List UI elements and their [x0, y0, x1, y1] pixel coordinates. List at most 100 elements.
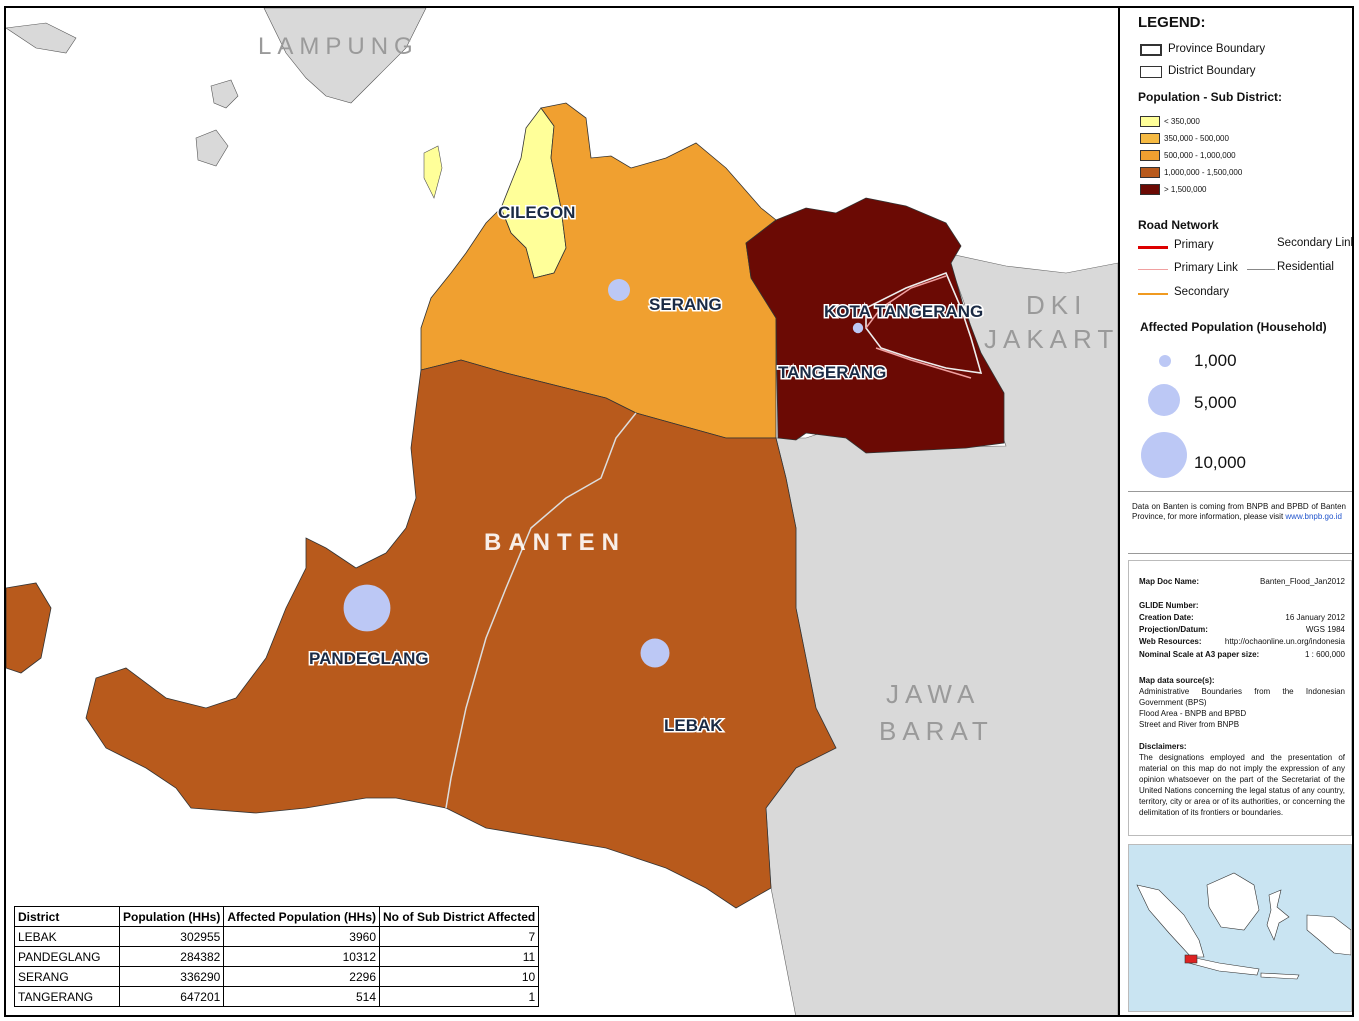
table-cell-subdistricts: 7 [378, 926, 540, 947]
legend-affected-10000: 10,000 [1194, 453, 1246, 472]
pandeglang-left-island [6, 582, 52, 674]
info-label: Map Doc Name: [1139, 577, 1200, 586]
district-label-lebak: LEBAK [664, 716, 723, 735]
inset-banten-highlight [1184, 954, 1198, 964]
affected-circle-lebak [640, 638, 670, 668]
info-label: Web Resources: [1139, 637, 1202, 646]
population-class-swatch [1140, 184, 1160, 195]
note-text: Data on Banten is coming from BNPB and B… [1132, 502, 1346, 521]
info-sources: Map data source(s): Administrative Bound… [1139, 675, 1345, 730]
table-cell-population: 302955 [118, 926, 225, 947]
population-class-swatch [1140, 167, 1160, 178]
table-header-row: District Population (HHs) Affected Popul… [14, 906, 540, 927]
info-source-item: Street and River from BNPB [1139, 720, 1240, 729]
info-projection: Projection/Datum: WGS 1984 [1139, 625, 1345, 634]
info-value: 16 January 2012 [1285, 613, 1345, 622]
table-header-district: District [14, 906, 120, 927]
place-label-banten: BANTEN [484, 529, 626, 556]
info-disclaimer: Disclaimers: The designations employed a… [1139, 741, 1345, 818]
info-disclaimer-label: Disclaimers: [1139, 742, 1187, 751]
province-boundary [445, 412, 637, 809]
road-primary-link [865, 275, 972, 379]
lampung-coast-islands [6, 22, 77, 54]
legend-road-primary-link: Primary Link [1174, 262, 1238, 274]
place-label-lampung: LAMPUNG [258, 33, 419, 60]
table-header-subdistricts: No of Sub District Affected [378, 906, 540, 927]
info-label: Projection/Datum: [1139, 625, 1208, 634]
data-note: Data on Banten is coming from BNPB and B… [1128, 494, 1352, 554]
legend-road-secondary-link: Secondary Link [1277, 237, 1354, 249]
legend-province-boundary: Province Boundary [1168, 43, 1266, 55]
legend-affected-5000: 5,000 [1194, 393, 1237, 412]
table-row: TANGERANG 647201 514 1 [14, 986, 540, 1007]
district-label-pandeglang: PANDEGLANG [309, 649, 429, 668]
district-boundary-swatch [1140, 66, 1162, 78]
road-secondary-swatch [1138, 293, 1168, 295]
info-label: Nominal Scale at A3 paper size: [1139, 650, 1260, 659]
table-row: PANDEGLANG 284382 10312 11 [14, 946, 540, 967]
affected-circles [343, 279, 864, 668]
info-value: WGS 1984 [1305, 625, 1345, 634]
district-stats-table: District Population (HHs) Affected Popul… [14, 906, 540, 1007]
side-panel: LEGEND: Province Boundary District Bound… [1118, 8, 1352, 1015]
place-label-jakarta: JAKARTA [984, 324, 1118, 354]
district-label-kota-tangerang: KOTA TANGERANG [824, 302, 983, 321]
info-label: GLIDE Number: [1139, 601, 1199, 610]
district-label-cilegon: CILEGON [498, 203, 575, 222]
place-label-dki: DKI [1026, 290, 1087, 320]
lampung-land [263, 8, 427, 104]
place-label-barat: BARAT [879, 716, 994, 746]
legend-population-title: Population - Sub District: [1138, 90, 1282, 104]
info-sources-label: Map data source(s): [1139, 676, 1215, 685]
legend-road-title: Road Network [1138, 218, 1219, 232]
data-note-text: Data on Banten is coming from BNPB and B… [1132, 502, 1346, 522]
population-class-swatch [1140, 133, 1160, 144]
info-creation: Creation Date:16 January 2012 [1139, 613, 1345, 622]
affected-circle-serang [608, 279, 630, 301]
affected-circle-small [1159, 355, 1171, 367]
population-class-label: 1,000,000 - 1,500,000 [1164, 168, 1243, 177]
info-source-item: Flood Area - BNPB and BPBD [1139, 709, 1247, 718]
inset-borneo [1206, 872, 1260, 931]
island-small-3 [423, 145, 443, 199]
info-doc-name: Map Doc Name: Banten_Flood_Jan2012 [1139, 577, 1345, 586]
table-cell-population: 284382 [118, 946, 225, 967]
table-cell-subdistricts: 1 [378, 986, 540, 1007]
legend-panel: LEGEND: Province Boundary District Bound… [1128, 8, 1352, 492]
info-scale: Nominal Scale at A3 paper size: 1 : 600,0… [1139, 650, 1345, 659]
affected-circle-medium [1148, 384, 1180, 416]
table-cell-district: LEBAK [14, 926, 120, 947]
legend-district-boundary: District Boundary [1168, 65, 1256, 77]
map-frame: LAMPUNG DKI JAKARTA JAWA BARAT BANTEN CI… [4, 6, 1354, 1017]
inset-map-canvas [1136, 872, 1351, 980]
table-header-affected: Affected Population (HHs) [223, 906, 380, 927]
legend-title: LEGEND: [1138, 14, 1206, 31]
table-cell-affected: 2296 [223, 966, 380, 987]
population-class-label: > 1,500,000 [1164, 185, 1207, 194]
table-cell-population: 336290 [118, 966, 225, 987]
road-primary-swatch [1138, 246, 1168, 249]
map-canvas[interactable]: LAMPUNG DKI JAKARTA JAWA BARAT BANTEN CI… [6, 8, 1118, 1017]
table-cell-district: SERANG [14, 966, 120, 987]
road-primary-link-swatch [1138, 269, 1168, 270]
population-class-label: < 350,000 [1164, 117, 1200, 126]
population-class-swatch [1140, 116, 1160, 127]
info-value: 1 : 600,000 [1304, 650, 1345, 659]
population-class-label: 500,000 - 1,000,000 [1164, 151, 1236, 160]
affected-circle-pandeglang [343, 584, 391, 632]
legend-road-secondary: Secondary [1174, 286, 1229, 298]
road-residential-swatch [1247, 269, 1275, 270]
info-web: Web Resources: http://ochaonline.un.org/i… [1139, 637, 1345, 646]
bnpb-link[interactable]: www.bnpb.go.id [1285, 512, 1342, 521]
inset-papua [1306, 914, 1351, 956]
table-cell-affected: 3960 [223, 926, 380, 947]
district-label-tangerang: TANGERANG [778, 363, 886, 382]
affected-circle-large [1141, 432, 1187, 478]
map-area[interactable]: LAMPUNG DKI JAKARTA JAWA BARAT BANTEN CI… [6, 8, 1118, 1017]
info-value: Banten_Flood_Jan2012 [1260, 577, 1345, 586]
inset-nusa-tenggara [1260, 972, 1300, 980]
island-small-2 [195, 129, 229, 167]
table-row: SERANG 336290 2296 10 [14, 966, 540, 987]
legend-road-residential: Residential [1277, 261, 1334, 273]
info-value[interactable]: http://ochaonline.un.org/indonesia [1224, 637, 1345, 646]
